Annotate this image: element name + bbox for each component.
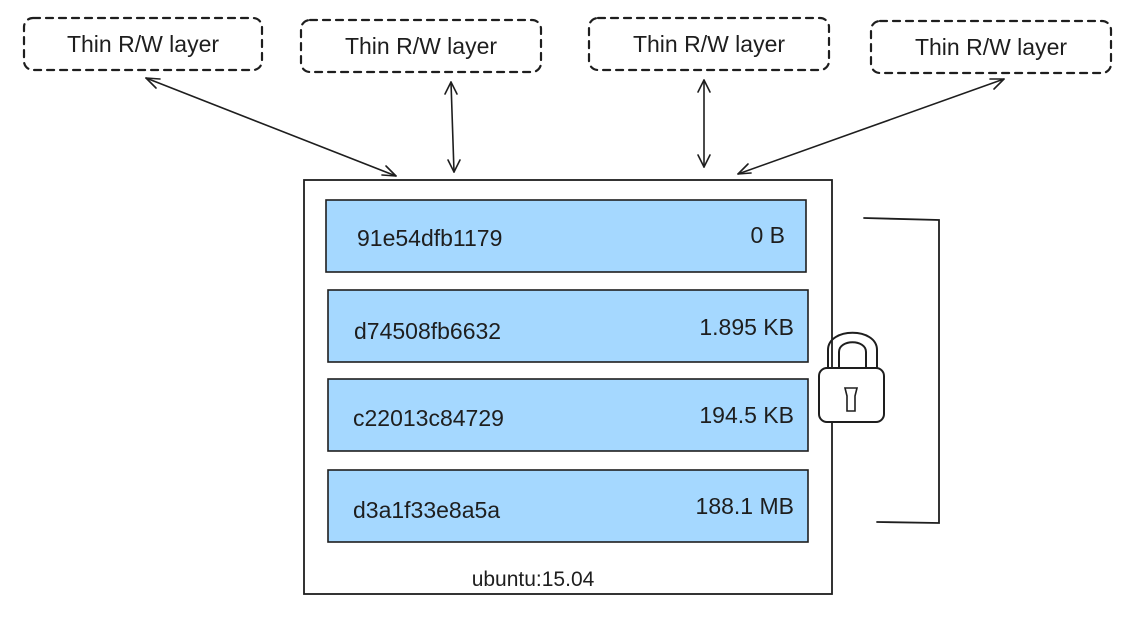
image-layer-3: c22013c84729 194.5 KB [327, 378, 809, 452]
layer-size: 194.5 KB [699, 402, 794, 428]
layer-bar [327, 469, 809, 543]
arrow-2 [444, 81, 461, 173]
layer-bar [327, 289, 809, 363]
layer-id: d3a1f33e8a5a [353, 497, 500, 523]
rw-layer-label: Thin R/W layer [345, 33, 497, 59]
image-layer-2: d74508fb6632 1.895 KB [327, 289, 809, 363]
arrow-1 [145, 77, 397, 177]
layer-size: 188.1 MB [696, 493, 794, 519]
rw-layer-box-3: Thin R/W layer [587, 16, 831, 72]
layer-id: 91e54dfb1179 [357, 225, 502, 251]
image-layer-1: 91e54dfb1179 0 B [325, 199, 807, 273]
rw-layer-box-2: Thin R/W layer [299, 18, 543, 74]
layer-bar [325, 199, 807, 273]
image-label: ubuntu:15.04 [472, 568, 595, 591]
layer-bar [327, 378, 809, 452]
layer-size: 0 B [750, 222, 785, 248]
rw-layer-label: Thin R/W layer [915, 34, 1067, 60]
rw-layer-box-4: Thin R/W layer [869, 19, 1113, 75]
lock-icon [818, 331, 885, 423]
layer-size: 1.895 KB [699, 314, 794, 340]
rw-layer-label: Thin R/W layer [633, 31, 785, 57]
arrow-4 [737, 78, 1005, 175]
rw-layer-box-1: Thin R/W layer [22, 16, 264, 72]
layer-id: d74508fb6632 [354, 318, 501, 344]
bracket [863, 217, 940, 524]
arrow-3 [697, 79, 711, 168]
layer-id: c22013c84729 [353, 405, 504, 431]
image-layer-4: d3a1f33e8a5a 188.1 MB [327, 469, 809, 543]
rw-layer-label: Thin R/W layer [67, 31, 219, 57]
